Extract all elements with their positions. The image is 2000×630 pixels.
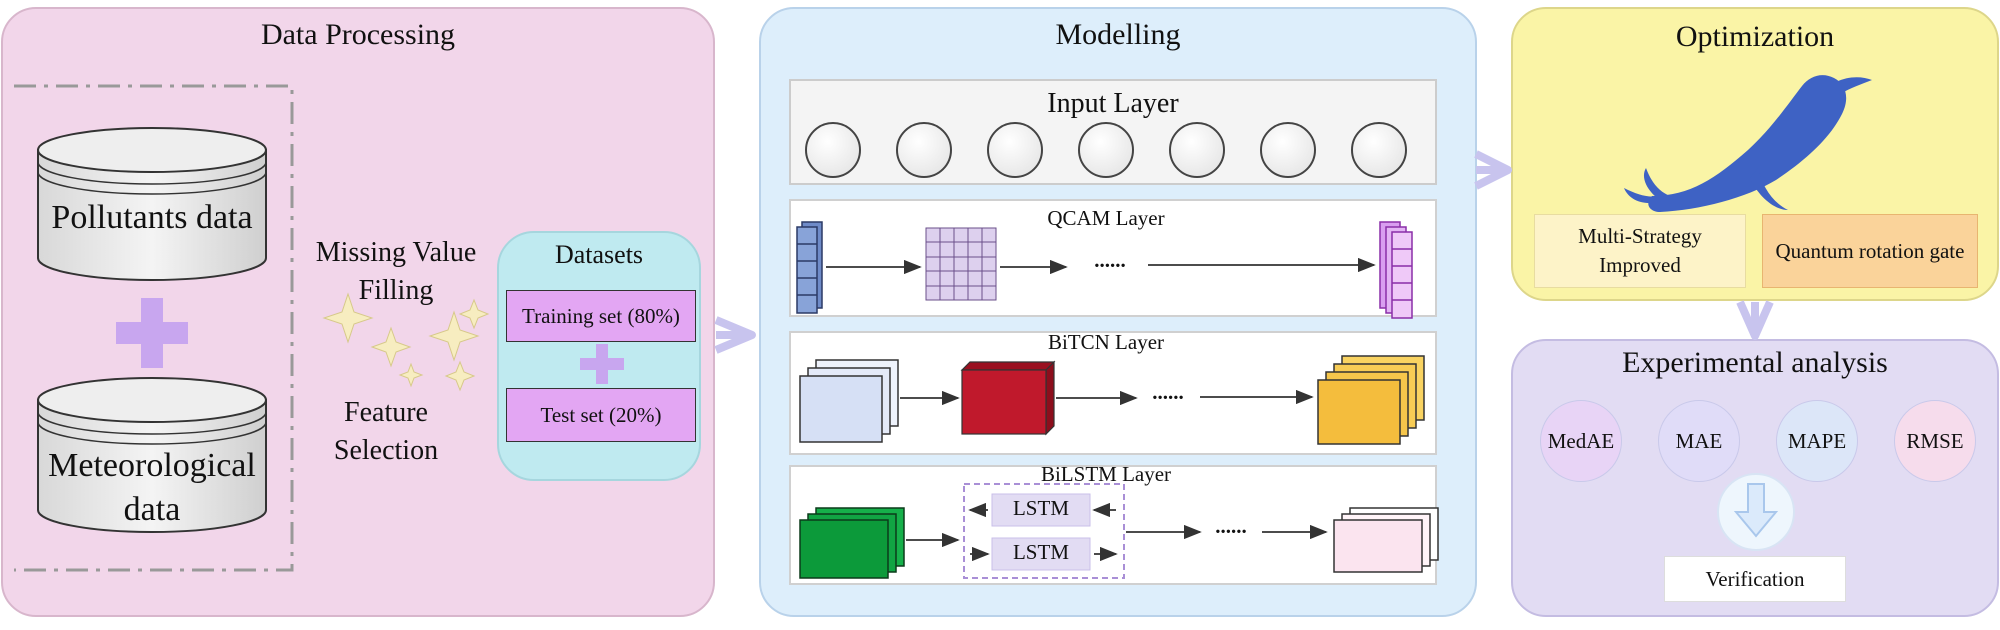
database-cylinder-icon: [37, 127, 267, 281]
bitcn-input-stack: [799, 359, 899, 443]
test-set-box: Test set (20%): [506, 388, 696, 442]
optimization-title: Optimization: [1675, 20, 1835, 53]
flow-arrow: [714, 316, 756, 354]
quantum-rotation-box: Quantum rotation gate: [1762, 214, 1978, 288]
qcam-ellipsis: ......: [1094, 248, 1126, 272]
missing-value-filling-label: Missing Value Filling: [315, 237, 477, 306]
experimental-title: Experimental analysis: [1622, 346, 1888, 379]
bilstm-arrows: [906, 502, 1328, 562]
input-layer-label: Input Layer: [1047, 88, 1179, 119]
sparkle-icon: [322, 292, 490, 392]
metric-mae: MAE: [1658, 400, 1740, 482]
down-arrow-icon: [1717, 473, 1795, 551]
database-cylinder-icon: [37, 377, 267, 533]
lstm-group-frame: [963, 483, 1125, 579]
verification-box: Verification: [1664, 556, 1846, 602]
meteorological-label: Meteorological data: [48, 447, 256, 528]
bilstm-layer-label: BiLSTM Layer: [1040, 462, 1172, 486]
qcam-arrows: [826, 257, 1376, 275]
plus-icon: [116, 298, 188, 368]
datasets-title: Datasets: [554, 240, 644, 269]
pollutants-label: Pollutants data: [51, 199, 253, 236]
training-set-box: Training set (80%): [506, 290, 696, 342]
plus-icon: [580, 344, 624, 384]
lstm-cell-backward: [991, 537, 1091, 571]
bilstm-ellipsis: ......: [1215, 514, 1247, 538]
multi-strategy-box: Multi-Strategy Improved: [1534, 214, 1746, 288]
metric-mape: MAPE: [1776, 400, 1858, 482]
qcam-layer-label: QCAM Layer: [1047, 206, 1165, 230]
whale-icon: [1624, 75, 1872, 212]
lstm-cell-forward: [991, 493, 1091, 527]
flow-arrow: [1736, 300, 1774, 340]
qcam-output-stack: [1379, 221, 1413, 319]
lstm-backward-label: LSTM: [1012, 540, 1069, 564]
flow-arrow: [1474, 150, 1512, 190]
bilstm-output-stack: [1333, 507, 1439, 573]
bitcn-ellipsis: ......: [1152, 380, 1184, 404]
metric-medae: MedAE: [1540, 400, 1622, 482]
data-processing-title: Data Processing: [260, 18, 456, 51]
lstm-forward-label: LSTM: [1012, 496, 1069, 520]
qcam-input-stack: [796, 221, 823, 314]
feature-selection-label: Feature Selection: [333, 397, 439, 466]
bitcn-conv-block: [960, 360, 1056, 436]
bilstm-input-stack: [799, 507, 905, 579]
modelling-title: Modelling: [1055, 18, 1181, 51]
bitcn-layer-label: BiTCN Layer: [1047, 330, 1165, 354]
qcam-layer-box: [789, 199, 1437, 317]
qcam-attention-grid: [925, 227, 997, 301]
neuron-circle-icon: [805, 122, 1407, 178]
bitcn-output-stack: [1317, 355, 1425, 445]
metric-rmse: RMSE: [1894, 400, 1976, 482]
data-source-frame: [14, 84, 294, 572]
bitcn-arrows: [900, 389, 1314, 406]
